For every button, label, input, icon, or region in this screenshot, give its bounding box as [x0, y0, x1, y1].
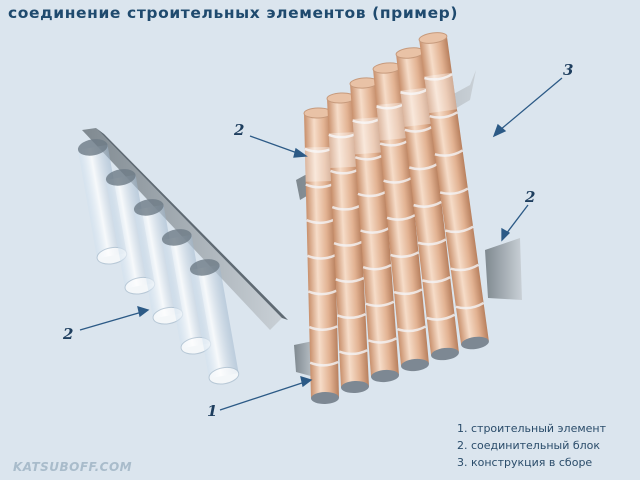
page-title: соединение строительных элементов (приме…	[8, 4, 459, 22]
legend-item: 2. соединительный блок	[457, 439, 601, 452]
callout-1: 1	[207, 402, 217, 420]
building-element-cylinder	[395, 47, 459, 361]
watermark: KATSUBOFF.COM	[13, 460, 133, 474]
connecting-block-detail	[77, 128, 288, 385]
legend-item: 3. конструкция в сборе	[457, 456, 593, 469]
callout-arrows	[79, 77, 563, 411]
callout-3: 3	[563, 61, 573, 79]
callout-2-left: 2	[62, 325, 73, 343]
connector-tube	[189, 259, 240, 385]
building-elements	[303, 32, 489, 405]
legend: 1. строительный элемент 2. соединительны…	[457, 420, 606, 471]
connector-tube	[133, 199, 184, 325]
building-element-cylinder	[418, 32, 489, 350]
connector-tube	[77, 139, 128, 265]
building-element-cylinder	[372, 62, 429, 372]
legend-item: 1. строительный элемент	[457, 422, 607, 435]
building-element-cylinder	[303, 107, 339, 405]
building-element-cylinder	[349, 77, 399, 383]
callout-2-right: 2	[524, 188, 535, 206]
callout-2-top: 2	[233, 121, 244, 139]
